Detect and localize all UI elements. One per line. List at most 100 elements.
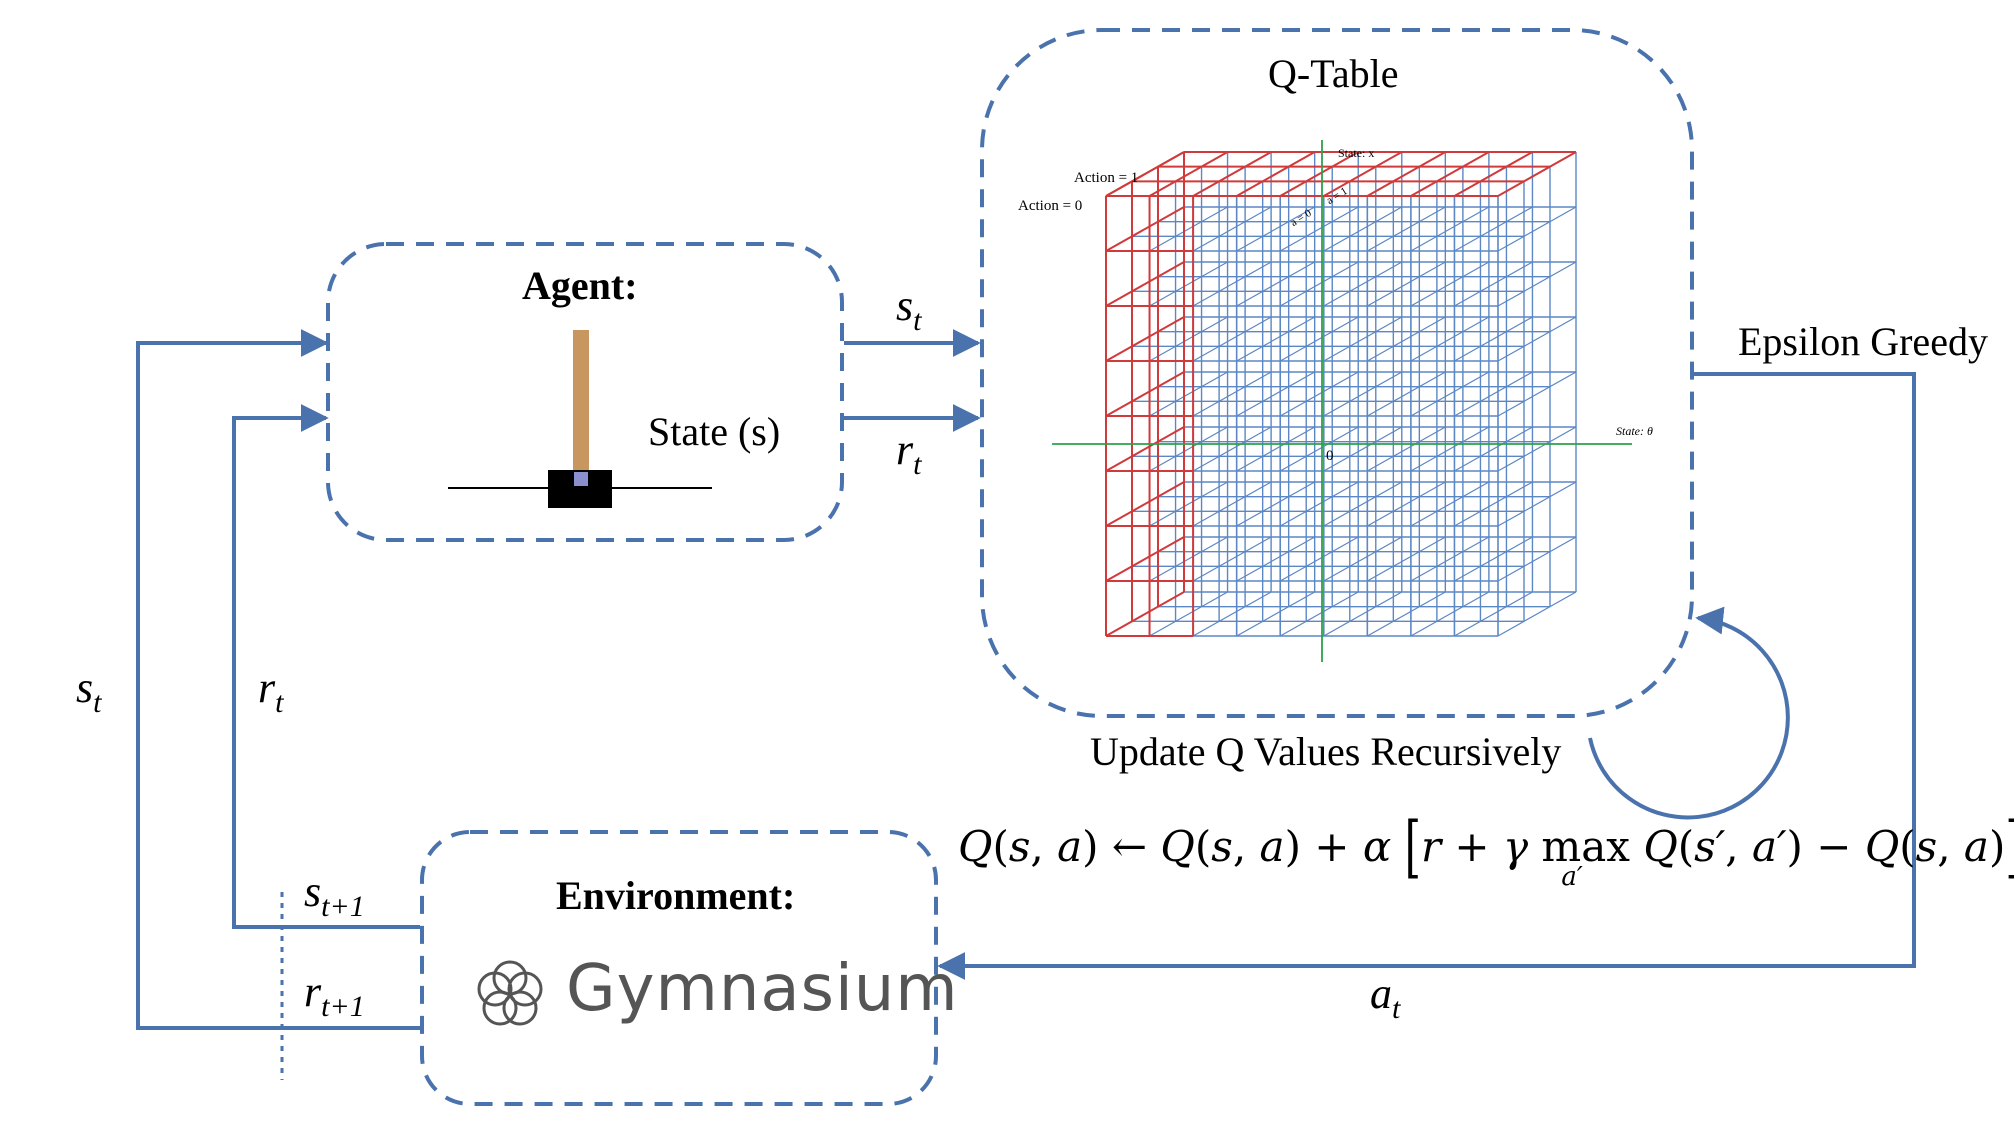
qtable-grid-line	[1236, 591, 1315, 637]
qtable-grid-line	[1279, 426, 1359, 472]
qtable-grid-line	[1454, 371, 1533, 417]
action-loop-arrow	[937, 372, 1916, 980]
label-st-left: st	[76, 663, 102, 719]
qtable-action-line	[1279, 151, 1359, 197]
qtable-grid-line	[1410, 536, 1490, 582]
qtable-grid-line	[1454, 206, 1533, 252]
gymnasium-logo-icon	[477, 960, 543, 1026]
qtable-action-line	[1497, 151, 1577, 197]
update-q-values-label: Update Q Values Recursively	[1090, 729, 1562, 774]
qtable-action-line	[1323, 151, 1403, 197]
environment-title: Environment:	[556, 873, 796, 918]
qtable-grid-line	[1454, 536, 1533, 582]
qtable-grid-line	[1192, 316, 1272, 362]
qtable-grid-line	[1236, 481, 1315, 527]
qtable-grid-line	[1279, 316, 1359, 362]
qtable-grid-line	[1279, 481, 1359, 527]
qtable-action-line	[1366, 151, 1446, 197]
qtable-grid-line	[1410, 481, 1490, 527]
qtable-grid-line	[1192, 261, 1272, 307]
qtable-grid-line	[1192, 591, 1272, 637]
cartpole-illustration	[448, 330, 712, 508]
qtable-grid-line	[1149, 206, 1228, 252]
qtable-grid-line	[1497, 426, 1577, 472]
qtable-grid-line	[1192, 206, 1272, 252]
qtable-grid-line	[1149, 261, 1228, 307]
qtable-grid-line	[1192, 481, 1272, 527]
qtable-grid-line	[1367, 371, 1446, 417]
qtable-grid-line	[1410, 316, 1490, 362]
qtable-grid-line	[1497, 316, 1577, 362]
qtable-action-line	[1410, 151, 1490, 197]
qtable-grid-line	[1454, 591, 1533, 637]
qtable-grid-line	[1410, 261, 1490, 307]
cartpole-pivot	[574, 472, 588, 486]
qtable-grid-line	[1367, 261, 1446, 307]
qtable-grid-line	[1236, 206, 1315, 252]
label-rt1: rt+1	[304, 967, 365, 1023]
qtable-grid-line	[1497, 261, 1577, 307]
reward-feedback-arrow	[232, 404, 420, 929]
qtable-axis-theta-label: State: θ	[1616, 424, 1653, 438]
qtable-grid-line	[1279, 371, 1359, 417]
qtable-action-line	[1105, 261, 1185, 307]
qtable-action-line	[1105, 426, 1185, 472]
qtable-grid-line	[1367, 206, 1446, 252]
qtable-action-line	[1236, 151, 1316, 197]
label-st-top: st	[896, 281, 922, 337]
agent-state-label: State (s)	[648, 409, 781, 454]
qtable-grid-line	[1323, 591, 1403, 637]
label-rt-left: rt	[258, 663, 284, 719]
qtable-axis-x-label: State: x	[1338, 146, 1375, 160]
environment-box	[420, 830, 938, 1106]
qtable-grid-line	[1236, 261, 1315, 307]
qtable-grid-line	[1192, 426, 1272, 472]
agent-box	[326, 242, 844, 542]
label-st1: st+1	[304, 867, 365, 923]
qtable-grid-line	[1367, 591, 1446, 637]
qtable-action1-label: Action = 1	[1074, 170, 1139, 186]
qtable-grid-line	[1149, 591, 1228, 637]
qtable-grid-line	[1323, 426, 1403, 472]
qtable-grid-line	[1192, 371, 1272, 417]
qtable-action0-label: Action = 0	[1018, 198, 1083, 214]
qtable-grid-line	[1192, 536, 1272, 582]
qtable-action-line	[1105, 316, 1185, 362]
qtable-grid-line	[1410, 426, 1490, 472]
update-q-loop-arrow	[1588, 606, 1790, 820]
qtable-origin-label: 0	[1326, 448, 1334, 464]
qtable-action-line	[1105, 371, 1185, 417]
qtable-grid-line	[1454, 426, 1533, 472]
label-rt-top: rt	[896, 425, 922, 481]
qtable-grid-line	[1410, 371, 1490, 417]
qtable-action-line	[1105, 151, 1185, 197]
qtable-grid-line	[1323, 481, 1403, 527]
qtable-grid-line	[1323, 206, 1403, 252]
qtable-grid-illustration	[1052, 140, 1632, 662]
qtable-grid-line	[1279, 536, 1359, 582]
qtable-grid-line	[1323, 316, 1403, 362]
qtable-action-line	[1453, 151, 1533, 197]
qtable-grid-line	[1454, 316, 1533, 362]
qtable-title: Q-Table	[1268, 51, 1399, 96]
qtable-action-line	[1149, 151, 1229, 197]
qtable-grid-line	[1323, 536, 1403, 582]
qtable-action-line	[1105, 206, 1185, 252]
gymnasium-brand-text: Gymnasium	[566, 952, 959, 1026]
agent-title: Agent:	[522, 263, 638, 308]
qtable-grid-line	[1497, 206, 1577, 252]
qtable-action-line	[1105, 481, 1185, 527]
qtable-grid-line	[1497, 536, 1577, 582]
qtable-grid-line	[1149, 481, 1228, 527]
qtable-grid-line	[1279, 591, 1359, 637]
qtable-grid-line	[1236, 426, 1315, 472]
state-feedback-arrow	[136, 329, 420, 1030]
qtable-grid-line	[1497, 371, 1577, 417]
qtable-grid-line	[1454, 261, 1533, 307]
qtable-action-line	[1105, 536, 1185, 582]
qtable-grid-line	[1236, 371, 1315, 417]
qtable-grid-line	[1149, 371, 1228, 417]
qtable-grid-line	[1497, 481, 1577, 527]
